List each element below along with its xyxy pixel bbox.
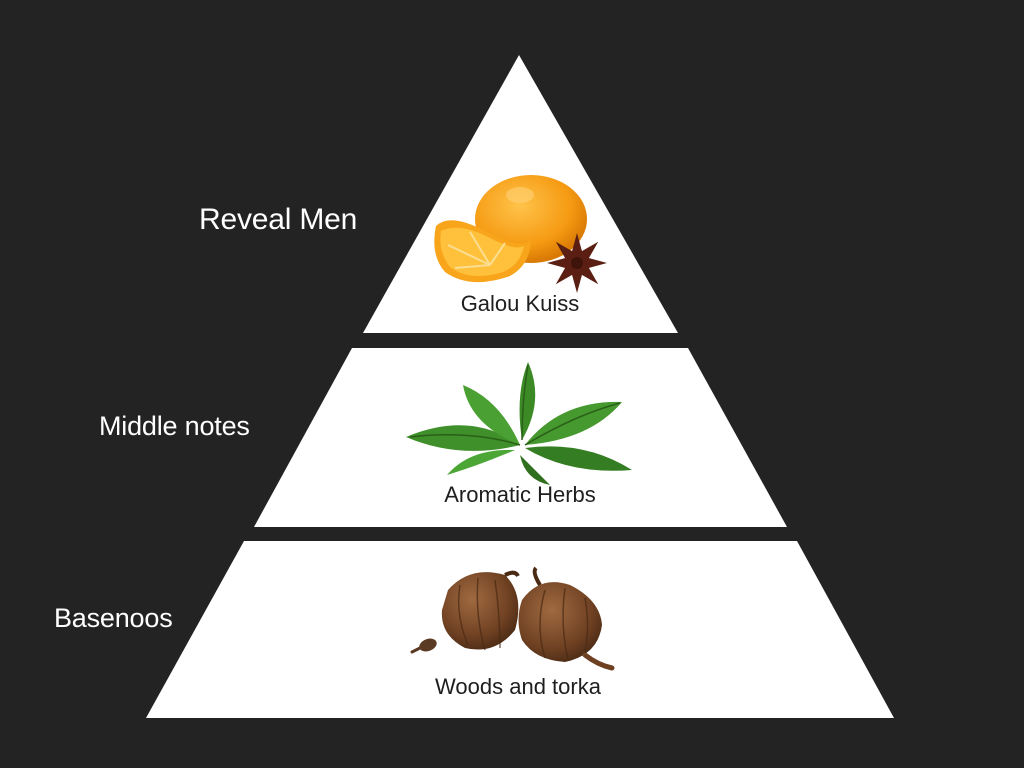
herb-leaves-icon: [406, 362, 632, 485]
tier-base-caption: Woods and torka: [435, 674, 601, 699]
top-notes-label: Reveal Men: [199, 203, 358, 236]
nuts-and-clove-icon: [410, 566, 615, 671]
tier-top-caption: Galou Kuiss: [460, 291, 580, 316]
base-notes-label: Basenoos: [54, 603, 173, 633]
middle-notes-label: Middle notes: [99, 411, 250, 441]
tier-middle-caption: Aromatic Herbs: [444, 482, 596, 507]
tier-middle: [254, 348, 787, 527]
orange-and-star-anise-icon: [434, 175, 607, 293]
